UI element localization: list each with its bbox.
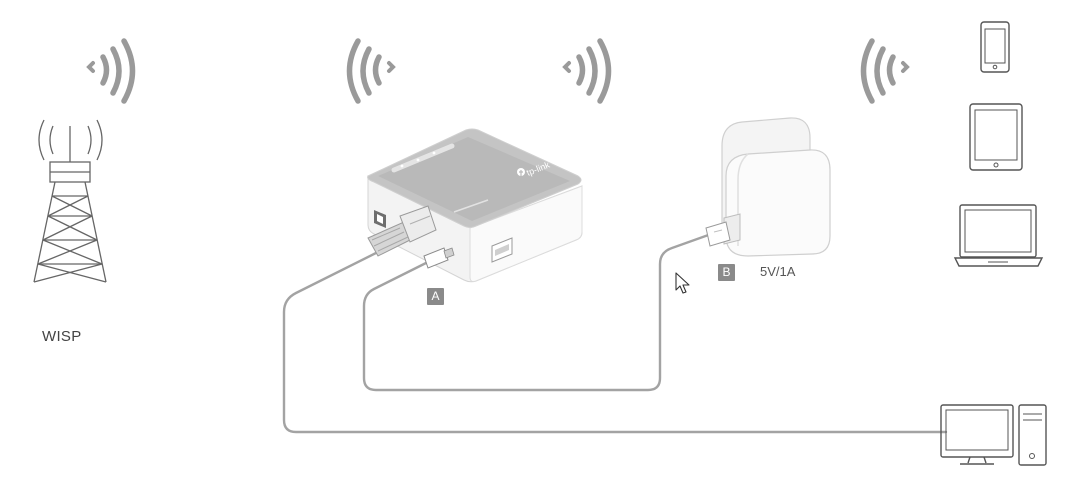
power-rating-label: 5V/1A: [760, 264, 796, 279]
mouse-cursor-icon: [675, 272, 690, 294]
micro-usb-plug: [423, 247, 455, 269]
ethernet-cable: [282, 250, 948, 434]
usb-power-cable: [362, 231, 716, 392]
tablet-icon: [969, 103, 1023, 171]
ethernet-plug: [367, 205, 437, 257]
port-b-badge: B: [718, 264, 735, 281]
router-icon: tp-link: [367, 128, 583, 283]
wifi-waves-icon: [86, 38, 136, 104]
wisp-label: WISP: [42, 328, 82, 345]
port-a-badge: A: [427, 288, 444, 305]
wifi-waves-icon: [860, 38, 910, 104]
tower-icon: [33, 119, 107, 283]
power-adapter-icon: [705, 117, 831, 257]
wifi-waves-icon: [562, 38, 612, 104]
desktop-computer-icon: [940, 404, 1047, 466]
wifi-waves-icon: [346, 38, 396, 104]
laptop-icon: [953, 204, 1044, 267]
phone-icon: [980, 21, 1010, 73]
